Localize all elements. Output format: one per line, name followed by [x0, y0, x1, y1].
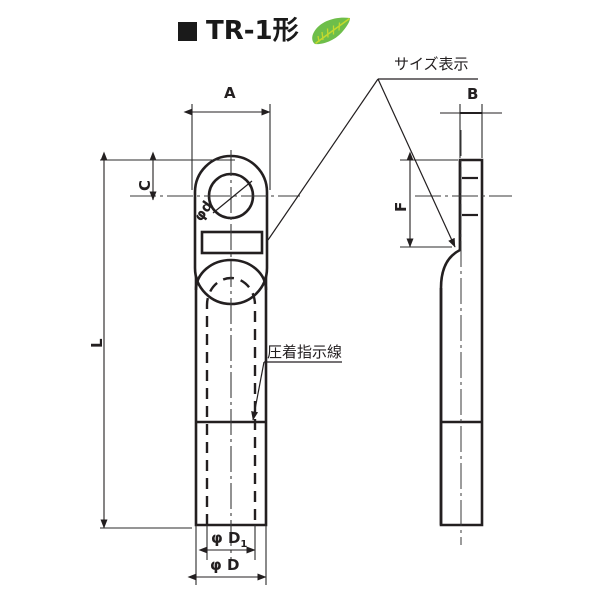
dimension-label-phi-d1: φ D1: [211, 531, 247, 550]
annotation-crimp-line: 圧着指示線: [267, 343, 343, 361]
dimension-label-b: B: [467, 85, 479, 103]
page-title: TR-1形: [206, 16, 299, 46]
dimension-l: [100, 151, 192, 529]
dimension-f: [400, 151, 458, 248]
dimension-phi-d1: [198, 525, 256, 560]
dimension-label-l: L: [88, 338, 106, 348]
front-view-outline: [193, 154, 269, 306]
barrel-shoulder: [194, 258, 268, 291]
size-display-leader: [267, 78, 478, 248]
bullet-square-icon: [178, 21, 197, 41]
dimension-a: [183, 104, 271, 190]
leaf-icon: [310, 16, 352, 46]
size-display-slot: [200, 230, 264, 255]
annotation-size-display: サイズ表示: [394, 55, 469, 73]
crimp-leader: [251, 361, 342, 421]
dimension-phi-d: [187, 525, 267, 585]
phi-d1-prefix: φ D: [211, 529, 241, 547]
drawing-title-row: TR-1形: [178, 16, 352, 46]
side-view-hole-hidden-lines: [462, 176, 478, 217]
phi-d-leader: [212, 180, 253, 214]
dimension-b: [440, 104, 502, 158]
dimension-label-f: F: [392, 201, 410, 212]
dimension-label-c: C: [136, 179, 154, 191]
dimension-label-a: A: [224, 84, 236, 102]
phi-d1-subscript: 1: [240, 539, 248, 550]
dimension-label-phi-d: φ D: [210, 556, 240, 574]
